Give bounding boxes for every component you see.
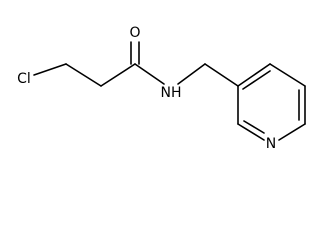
atom-amide-nitrogen: NH bbox=[161, 85, 182, 101]
ring-bond-4 bbox=[278, 123, 306, 141]
ring-bond-1 bbox=[237, 63, 271, 87]
bond-cl-c1 bbox=[33, 63, 67, 76]
atom-chlorine: Cl bbox=[17, 71, 31, 87]
ring-bond-5 bbox=[237, 123, 265, 141]
bond-c1-c2 bbox=[65, 63, 102, 87]
bond-c2-c3 bbox=[100, 63, 136, 87]
bond-ch2-ring bbox=[204, 63, 239, 87]
ring-bond-2 bbox=[269, 63, 306, 87]
structure-diagram: Cl O NH N bbox=[17, 25, 306, 152]
bond-c3-n bbox=[134, 63, 165, 85]
bond-n-ch2 bbox=[177, 63, 206, 85]
atom-ring-nitrogen: N bbox=[266, 136, 276, 152]
atom-oxygen: O bbox=[129, 25, 140, 41]
atom-labels: Cl O NH N bbox=[17, 25, 276, 152]
bonds bbox=[33, 41, 306, 141]
ring-bond-5-inner bbox=[243, 120, 265, 134]
ring-bond-1-inner bbox=[242, 70, 271, 90]
